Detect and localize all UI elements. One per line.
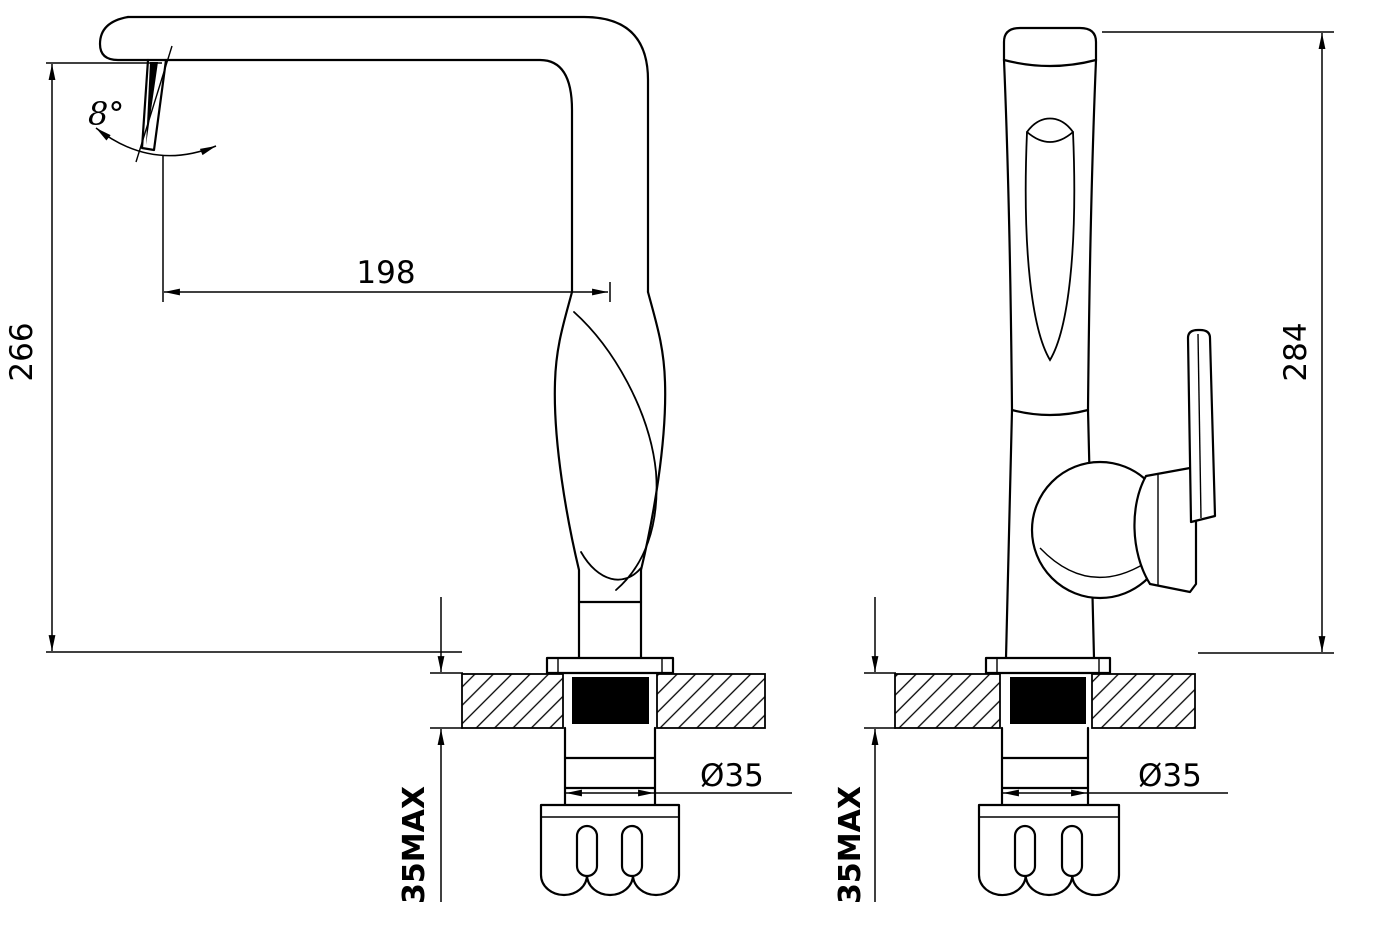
body-sides-upper — [1002, 58, 1098, 412]
spout-front — [98, 15, 650, 294]
shank-lines-side — [1000, 726, 1090, 807]
spout-end-cap — [98, 15, 150, 62]
spout-profile-oval — [1024, 117, 1076, 362]
mounting-body-front — [572, 677, 649, 724]
valve-housing-detail — [1039, 547, 1151, 579]
angle-arc — [95, 127, 217, 157]
nut-slot-side-1 — [1013, 824, 1037, 878]
head-seam-side — [1002, 58, 1098, 68]
counter-hatch-left — [461, 673, 564, 729]
reach-label: 198 — [356, 255, 415, 291]
faucet-body-front — [553, 290, 667, 660]
deck-side-extension-lines — [864, 672, 896, 729]
counter-hatch-right-side — [1091, 673, 1196, 729]
faucet-body-side — [1002, 26, 1217, 660]
head-cap-side — [1002, 26, 1098, 62]
mounting-nut-side — [977, 803, 1121, 897]
counter-hatch-right — [656, 673, 766, 729]
dimension-height-side: 284 — [1102, 31, 1334, 654]
flange-ticks-front — [557, 658, 663, 673]
flange-side — [984, 656, 1112, 675]
base-cylinder-front — [577, 600, 643, 660]
front-view: 266 198 8° 35MAX Ø35 — [4, 15, 792, 904]
nut-outline-front — [539, 803, 681, 897]
countertop-side — [894, 673, 1196, 729]
deck-flange-front — [545, 656, 675, 675]
flange-ticks-side — [996, 658, 1100, 673]
height-front-extension-lines — [46, 62, 462, 653]
nut-slot-front-1 — [575, 824, 599, 878]
diameter-front-label: Ø35 — [700, 758, 764, 794]
shank-front — [563, 726, 657, 807]
spout-profile-top-curve — [1026, 131, 1074, 143]
angle-label: 8° — [88, 95, 124, 133]
deck-front-label: 35MAX — [397, 786, 432, 904]
dimension-diameter-side: Ø35 — [1003, 758, 1228, 797]
shank-side — [1000, 726, 1090, 807]
dimension-diameter-front: Ø35 — [566, 758, 792, 797]
height-side-label: 284 — [1278, 322, 1314, 381]
handle-lever — [1186, 328, 1217, 524]
handle-lever-line — [1197, 333, 1202, 519]
spout-nozzle-shade — [146, 62, 158, 145]
nut-outline-side — [977, 803, 1121, 897]
dimension-angle: 8° — [88, 95, 217, 157]
body-joint-line — [1010, 408, 1090, 417]
body-contour-curves — [573, 311, 658, 591]
handle-hub — [1133, 466, 1198, 594]
dimension-deck-side: 35MAX — [833, 597, 896, 904]
height-side-extension-lines — [1102, 31, 1334, 654]
height-front-label: 266 — [4, 322, 40, 381]
diameter-side-label: Ø35 — [1138, 758, 1202, 794]
nut-slot-side-2 — [1060, 824, 1084, 878]
reach-extension-lines — [162, 155, 611, 302]
nut-slot-front-2 — [620, 824, 644, 878]
deck-side-label: 35MAX — [833, 786, 868, 904]
mounting-nut-front — [539, 803, 681, 897]
counter-hatch-left-side — [894, 673, 1001, 729]
shank-lines-front — [563, 726, 657, 807]
countertop-front — [461, 673, 766, 729]
body-outline-front — [553, 290, 667, 604]
mounting-body-side — [1010, 677, 1086, 724]
spout-outer-edge — [126, 15, 650, 294]
dimension-height-front: 266 — [4, 62, 462, 653]
spout-inner-edge — [164, 58, 574, 294]
flange-front — [545, 656, 675, 675]
deck-flange-side — [984, 656, 1112, 675]
dimension-reach: 198 — [162, 155, 611, 302]
side-view: 284 35MAX Ø35 — [833, 26, 1334, 904]
deck-front-extension-lines — [430, 672, 463, 729]
dimension-deck-front: 35MAX — [397, 597, 463, 904]
